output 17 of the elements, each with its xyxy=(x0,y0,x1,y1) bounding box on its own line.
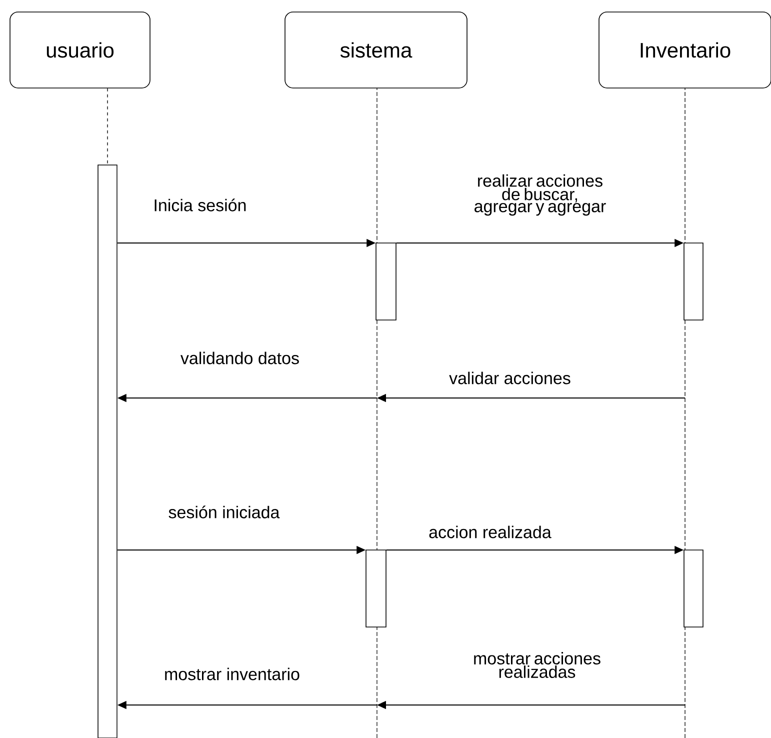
participant-box: usuario xyxy=(10,12,150,88)
lifeline xyxy=(107,88,108,165)
message-label: sesión iniciada xyxy=(168,506,280,518)
message-label: validando datos xyxy=(180,352,299,364)
message-label: accion realizada xyxy=(429,526,552,538)
activation-bar xyxy=(366,550,386,628)
activation-bar xyxy=(684,242,704,320)
activation-bar xyxy=(684,550,704,628)
message-label: Inicia sesión xyxy=(154,198,246,212)
activation-bar xyxy=(98,164,118,738)
message-label: validar acciones xyxy=(449,372,570,384)
activation-bar xyxy=(376,242,396,320)
message-label: mostrar inventario xyxy=(165,668,300,680)
message-label: mostrar acciones realizadas xyxy=(474,652,600,678)
participant-box: Inventario xyxy=(598,12,771,88)
message-label: realizar acciones de buscar, agregar y agregar xyxy=(474,174,606,216)
participant-box: sistema xyxy=(284,12,468,88)
